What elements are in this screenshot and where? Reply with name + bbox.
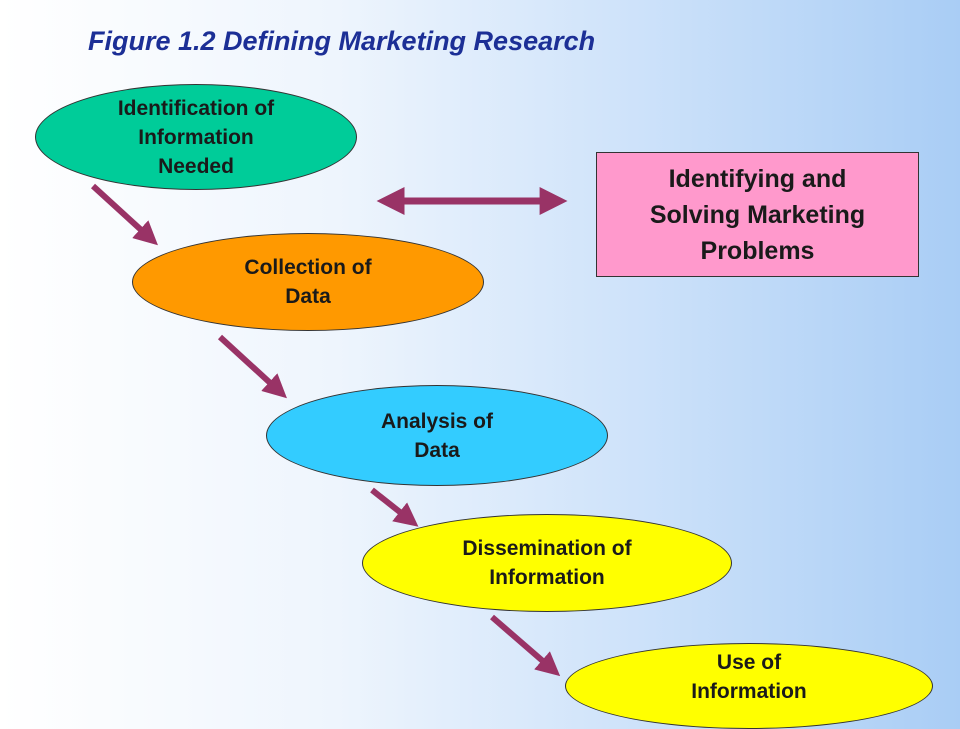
step-line: Data [414, 438, 460, 462]
goal-line: Identifying and [668, 164, 847, 193]
step-line: Dissemination of [462, 537, 632, 560]
flow-arrow-3 [370, 487, 419, 527]
step-line: Identification of [117, 96, 275, 120]
step-dissemination-oval: Dissemination of Information [362, 514, 732, 612]
goal-box: Identifying and Solving Marketing Proble… [596, 152, 919, 277]
step-use-oval: Use of Information [565, 643, 933, 729]
step-line: Needed [158, 154, 234, 178]
step-identification-oval: Identification of Information Needed [35, 84, 357, 190]
flow-arrow-1 [90, 183, 158, 246]
step-collection-oval: Collection of Data [132, 233, 484, 331]
step-line: Use of [716, 651, 782, 674]
flow-arrow-2 [217, 334, 287, 399]
step-analysis-oval: Analysis of Data [266, 385, 608, 486]
step-line: Data [285, 285, 331, 308]
goal-line: Problems [700, 236, 815, 265]
step-line: Analysis of [380, 409, 494, 433]
goal-line: Solving Marketing [649, 200, 866, 229]
figure-title: Figure 1.2 Defining Marketing Research [88, 26, 596, 56]
step-line: Collection of [244, 256, 372, 279]
step-line: Information [489, 566, 605, 589]
step-line: Information [138, 125, 254, 149]
step-line: Information [691, 680, 807, 703]
flow-arrow-4 [490, 614, 561, 677]
